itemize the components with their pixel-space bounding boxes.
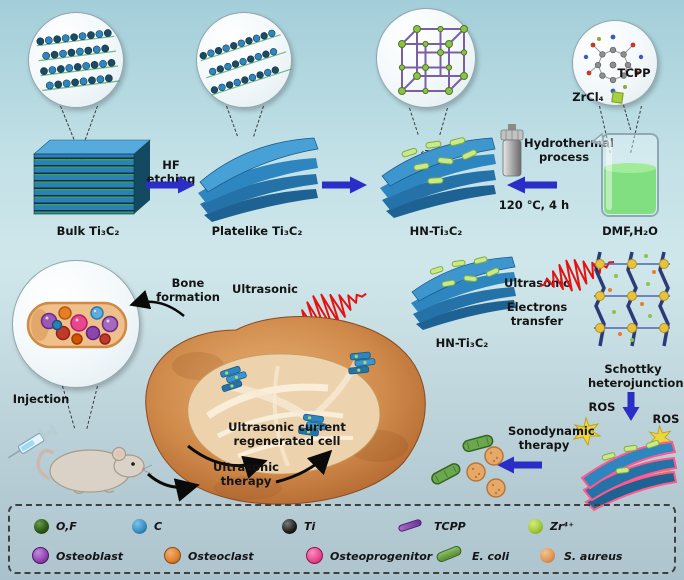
regenerated-line2: regenerated cell	[233, 434, 341, 449]
mof-lattice-illustration	[398, 25, 468, 95]
osteoclast-icon	[164, 547, 181, 564]
schottky-structure-illustration	[594, 251, 670, 347]
electrons-line1: Electrons	[506, 300, 568, 314]
ros-right-label: ROS	[652, 412, 680, 426]
legend-box: O,F C Ti TCPP Zr⁴⁺ Osteoblast Osteoclast…	[8, 504, 676, 574]
of-atom-icon	[34, 519, 49, 534]
ros-composite-illustration	[572, 416, 678, 512]
bacteria-illustration	[431, 434, 506, 498]
legend-label-ti: Ti	[304, 520, 316, 533]
hn-label-middle: HN-Ti₃C₂	[435, 336, 489, 350]
bone-illustration	[145, 316, 426, 505]
hydrothermal-line1: Hydrothermal	[524, 136, 614, 150]
bulk-label: Bulk Ti₃C₂	[56, 224, 120, 238]
bulk-atom-layers-illustration	[36, 29, 120, 92]
regenerated-cell-label: Ultrasonic current regenerated cell	[222, 420, 352, 449]
bone-formation-label: Bone formation	[156, 276, 220, 305]
zoom-connector-line	[86, 385, 98, 429]
tcpp-molecule-illustration	[583, 34, 644, 94]
legend-label-saureus: S. aureus	[564, 550, 623, 563]
zoom-connector-line	[60, 105, 75, 140]
electrons-transfer-label: Electrons transfer	[504, 300, 570, 329]
zoom-connector-line	[84, 105, 98, 140]
ecoli-icon	[435, 544, 463, 564]
ultrasonic-left-label: Ultrasonic	[232, 282, 298, 296]
hydrothermal-line2: process	[538, 150, 590, 165]
legend-label-ecoli: E. coli	[472, 550, 510, 563]
regenerated-line1: Ultrasonic current	[228, 420, 346, 434]
c-atom-icon	[132, 519, 147, 534]
hn-ti3c2-illustration	[380, 137, 496, 218]
tcpp-label: TCPP	[617, 66, 651, 80]
schottky-line1: Schottky	[604, 362, 662, 376]
zr-ion-icon	[528, 519, 543, 534]
injection-label: Injection	[12, 392, 70, 406]
hn-mof-magnifier	[376, 8, 476, 108]
bone-cells-illustration	[26, 301, 128, 349]
solvent-label: DMF,H₂O	[602, 224, 658, 238]
ti-atom-icon	[282, 519, 297, 534]
legend-label-osteoprogenitor: Osteoprogenitor	[330, 550, 433, 563]
sonodynamic-line2: therapy	[518, 438, 570, 453]
arrow-down-icon	[622, 392, 640, 421]
ultrasonic-therapy-label: Ultrasonic therapy	[213, 460, 279, 489]
ros-left-label: ROS	[588, 400, 616, 414]
legend-label-osteoblast: Osteoblast	[56, 550, 124, 563]
schottky-label: Schottky heterojunction	[588, 362, 684, 391]
bone-formation-arrow-icon	[129, 290, 185, 317]
autoclave-icon	[500, 124, 524, 177]
bone-cells-magnifier	[12, 260, 140, 388]
arrow-left-icon	[507, 176, 557, 194]
hn-ti3c2-middle-illustration	[411, 256, 516, 330]
syringe-icon	[7, 424, 58, 459]
sonodynamic-line1: Sonodynamic	[508, 424, 595, 438]
conditions-label: 120 ℃, 4 h	[498, 198, 570, 212]
saureus-icon	[540, 548, 555, 563]
electrons-line2: transfer	[510, 314, 564, 329]
osteoprogenitor-icon	[306, 547, 323, 564]
tcpp-rod-icon	[397, 518, 423, 533]
beaker-illustration	[590, 132, 659, 217]
bulk-atoms-magnifier	[28, 12, 124, 108]
osteoblast-icon	[32, 547, 49, 564]
arrow-right-icon	[322, 176, 367, 194]
tcpp-molecule-magnifier	[572, 20, 658, 106]
platelike-label: Platelike Ti₃C₂	[211, 224, 303, 238]
platelike-ti3c2-illustration	[198, 137, 319, 222]
zrcl4-crystal-icon	[611, 91, 624, 104]
bulk-ti3c2-block-illustration	[33, 139, 151, 215]
legend-label-osteoclast: Osteoclast	[188, 550, 254, 563]
schottky-line2: heterojunction	[588, 376, 684, 391]
mouse-illustration	[36, 446, 153, 494]
legend-label-tcpp: TCPP	[434, 520, 466, 533]
legend-label-zr: Zr⁴⁺	[550, 520, 575, 533]
platelike-atoms-magnifier	[196, 12, 292, 108]
hydrothermal-label: Hydrothermal process	[524, 136, 614, 165]
zrcl4-label: ZrCl₄	[572, 90, 604, 104]
hn-label-top: HN-Ti₃C₂	[409, 224, 463, 238]
legend-label-of: O,F	[56, 520, 77, 533]
platelike-atom-layers-illustration	[199, 29, 292, 96]
sonodynamic-label: Sonodynamic therapy	[508, 424, 595, 453]
legend-label-c: C	[154, 520, 163, 533]
arrow-left-icon	[497, 456, 542, 474]
arrow-right-icon	[146, 176, 195, 194]
